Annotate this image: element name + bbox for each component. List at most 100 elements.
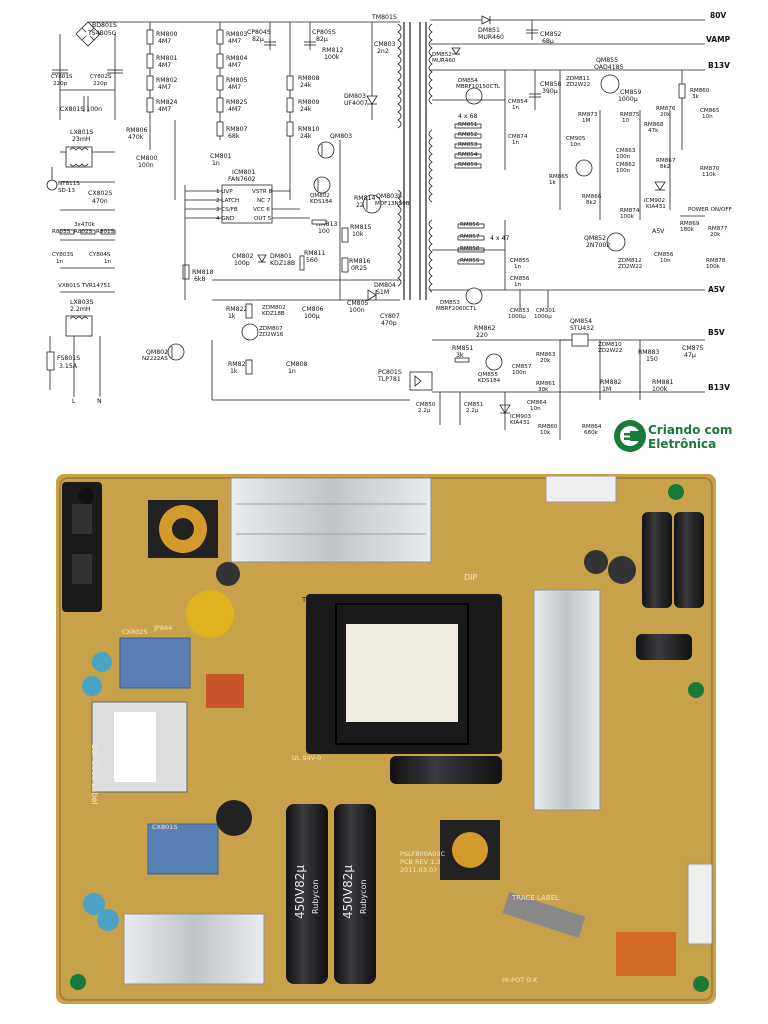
label-dm853: DM853: [440, 300, 460, 306]
label-dm854: DM854: [458, 78, 478, 84]
label-r803s: R803S: [52, 229, 71, 235]
value-rm808: 24k: [300, 82, 312, 89]
label-qm802b: QM802: [146, 349, 168, 356]
label-icm903: ICM903: [510, 414, 531, 420]
value-rm877: 20k: [710, 232, 721, 238]
label-rm881: RM881: [652, 379, 674, 386]
value-cm862: 100n: [616, 168, 631, 174]
label-qm855b: QM855: [478, 372, 498, 378]
terminal-l: L: [72, 398, 76, 405]
label-vx801s: VX801S TVR14751: [58, 283, 111, 289]
value-rm807: 68k: [228, 133, 240, 140]
label-bd801s: BD801S: [92, 22, 117, 29]
label-rm825: RM825: [226, 99, 248, 106]
value-cm806: 100µ: [304, 313, 320, 320]
value-rm883: 150: [646, 356, 658, 363]
value-rm822: 1k: [228, 313, 236, 320]
value-rm864: 680k: [584, 430, 599, 436]
diode-dm854: [465, 87, 483, 105]
value-cm874: 1n: [512, 140, 520, 146]
ntc-nt811s: [46, 167, 58, 191]
label-rm882: RM882: [600, 379, 622, 386]
label-cm865: CM865: [700, 108, 720, 114]
value-qm855: OAD4185: [594, 64, 624, 71]
label-rm805: RM805: [226, 77, 248, 84]
transistor-qm802: [313, 176, 331, 194]
cx802s-cap: [119, 637, 191, 689]
terminal-n: N: [97, 398, 102, 405]
label-rm852: RM852: [458, 132, 477, 138]
value-cm802: 100p: [234, 260, 250, 267]
label-rm807: RM807: [226, 126, 248, 133]
disc-cap-4: [97, 909, 119, 931]
value-rm816: 0R25: [351, 265, 367, 272]
label-qm854: QM854: [570, 318, 592, 325]
value-cy802s: 220p: [93, 81, 108, 87]
label-cm808: CM808: [286, 361, 308, 368]
label-res-array2: 4 x 47: [490, 235, 509, 242]
rail-80v: 80V: [710, 11, 726, 20]
value-rm860: 3k: [692, 94, 700, 100]
ic-fan7602: [221, 184, 273, 224]
value-rm803: 4M7: [228, 38, 241, 45]
label-cm850: CM850: [416, 402, 436, 408]
label-qm802: QM802: [310, 193, 330, 199]
bulk-cap-1-brand: Rubycon: [311, 880, 320, 914]
label-cm800: CM800: [136, 155, 158, 162]
value-cm852: 68µ: [542, 38, 554, 45]
label-rm854: RM854: [458, 152, 478, 158]
label-fs801s: FS801S: [57, 355, 80, 362]
label-cm802: CM802: [232, 253, 254, 260]
value-qm802b: N2222AS: [142, 356, 168, 362]
ribbon-connector: [502, 892, 586, 938]
value-cm808: 1n: [288, 368, 296, 375]
transistor-qm802b: [167, 343, 185, 361]
value-rm882: 1M: [602, 386, 611, 393]
pcb-photo: TM801 450V82µ 450V82µ Rubycon Rubycon Ba…: [56, 474, 716, 1004]
value-cp805s: 82µ: [316, 36, 328, 43]
disc-cap-3: [83, 893, 105, 915]
value-rm870: 110k: [702, 172, 717, 178]
label-cy801s: CY801S: [51, 74, 73, 80]
label-zdm810: ZDM810: [598, 342, 622, 348]
heatsink-right: [533, 589, 601, 811]
label-r802s: R802S: [74, 229, 93, 235]
value-cy803s: 1n: [56, 259, 64, 265]
value-rm801: 4M7: [158, 62, 171, 69]
label-rm874: RM874: [620, 208, 640, 214]
label-lx801s: LX801S: [70, 129, 93, 136]
rail-b13v-top: B13V: [708, 61, 730, 70]
pcb-label-tm801: TM801: [301, 596, 326, 604]
film-cap-right: [616, 932, 676, 976]
value-rm800: 4M7: [158, 38, 171, 45]
value-rm805: 4M7: [228, 84, 241, 91]
transformer-tm801s: [397, 22, 433, 300]
mosfet-qm803s: [362, 194, 382, 214]
value-zdm810: ZD2W22: [598, 348, 622, 354]
pcb-cx801s: CX801S: [152, 823, 178, 831]
label-cm854: CM854: [508, 99, 528, 105]
value-rm874: 100k: [620, 214, 635, 220]
value-rm811: 560: [306, 257, 318, 264]
main-transformer: [306, 594, 502, 754]
label-dm804: DM804: [374, 282, 396, 289]
label-rm868: RM868: [644, 122, 664, 128]
value-fs801s: 3.15A: [59, 363, 78, 370]
logo-criando-com-eletronica: [614, 420, 646, 452]
value-zdm812: ZD2W22: [618, 264, 642, 270]
value-cx802s: 470n: [92, 198, 108, 205]
label-rm824: RM824: [156, 99, 178, 106]
value-cp804s: 82µ: [252, 36, 264, 43]
label-rm812: RM812: [322, 47, 344, 54]
bridge-rectifier: [75, 21, 101, 47]
label-cy804s: CY804S: [89, 252, 111, 258]
film-cap-orange: [206, 674, 244, 708]
value-cm865: 10n: [702, 114, 713, 120]
value-dm851: MUR460: [478, 34, 504, 41]
value-rm802: 4M7: [158, 84, 171, 91]
optocoupler-pc801s: [409, 371, 433, 391]
label-cm852: CM852: [540, 31, 562, 38]
value-cm805: 100n: [349, 307, 365, 314]
label-rm858: RM858: [460, 246, 480, 252]
value-rm868: 47k: [648, 128, 659, 134]
